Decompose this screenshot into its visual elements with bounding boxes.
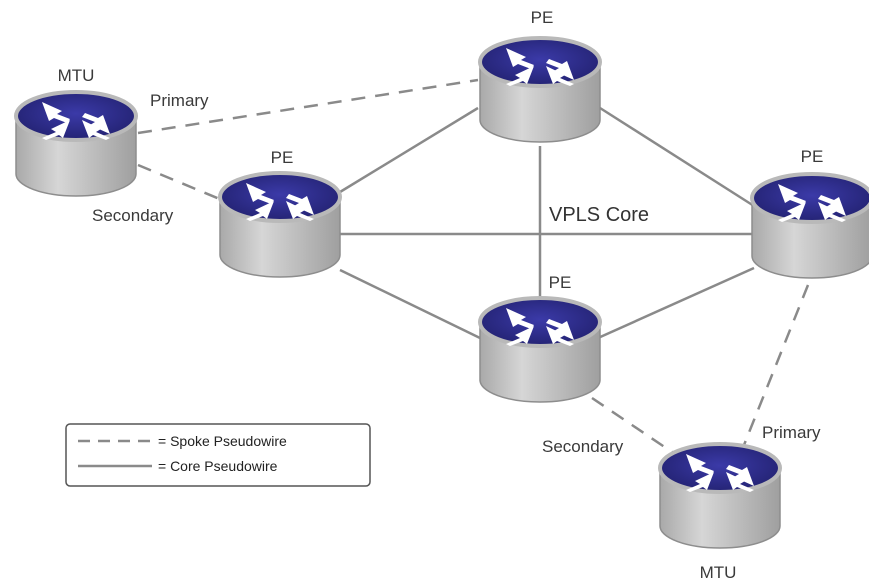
spoke-links	[137, 78, 810, 454]
spoke-link-mtu-top-secondary	[137, 163, 223, 202]
link-label-bottom-secondary: Secondary	[542, 437, 624, 456]
legend: = Spoke Pseudowire = Core Pseudowire	[65, 423, 371, 487]
legend-core-label: = Core Pseudowire	[158, 458, 278, 474]
core-link-peleft-pebottom	[339, 268, 481, 340]
legend-box	[65, 423, 371, 487]
node-label-mtu-top: MTU	[58, 66, 95, 85]
core-link-pebottom-peright	[597, 266, 755, 340]
node-label-pe-right: PE	[801, 147, 824, 166]
router-mtu-bottom	[658, 442, 782, 550]
node-label-mtu-bottom: MTU	[700, 563, 737, 582]
core-links	[339, 106, 755, 340]
router-mtu-top	[14, 90, 138, 198]
link-label-bottom-primary: Primary	[762, 423, 821, 442]
core-label: VPLS Core	[549, 204, 649, 226]
router-icon	[478, 296, 602, 404]
core-link-petop-peright	[599, 106, 755, 208]
router-pe-right	[750, 172, 869, 280]
router-pe-bottom	[478, 296, 602, 404]
router-pe-top	[478, 36, 602, 144]
node-label-pe-left: PE	[271, 148, 294, 167]
router-icon	[218, 171, 342, 279]
router-icon	[658, 442, 782, 550]
router-icon	[478, 36, 602, 144]
core-link-peleft-petop	[339, 106, 479, 194]
node-label-pe-bottom: PE	[549, 273, 572, 292]
link-label-top-primary: Primary	[150, 91, 209, 110]
link-label-top-secondary: Secondary	[92, 206, 174, 225]
spoke-link-mtu-bottom-primary	[742, 284, 810, 446]
legend-spoke-label: = Spoke Pseudowire	[158, 433, 287, 449]
node-label-pe-top: PE	[531, 8, 554, 27]
router-icon	[14, 90, 138, 198]
router-icon	[750, 172, 869, 280]
spoke-link-mtu-top-primary	[137, 78, 479, 135]
router-pe-left	[218, 171, 342, 279]
spoke-link-mtu-bottom-secondary	[591, 396, 673, 454]
